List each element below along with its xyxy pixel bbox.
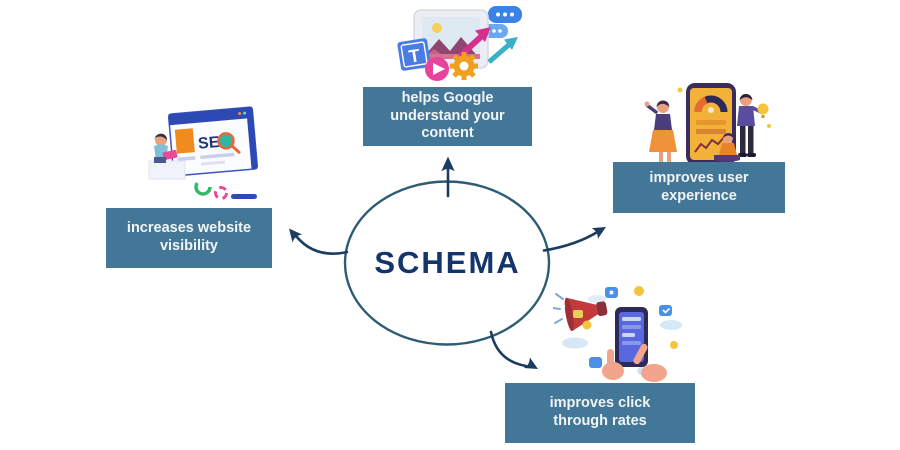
arrowhead-bottom <box>523 357 538 369</box>
social-icons <box>573 286 678 368</box>
sitting-person-icon <box>714 133 740 162</box>
arrowhead-top <box>441 156 455 172</box>
arrow-bottom <box>489 330 528 368</box>
content-media-illustration: T <box>392 2 528 86</box>
play-button-icon <box>425 57 449 81</box>
pedestal <box>148 160 186 180</box>
hands-icon <box>602 343 667 382</box>
photo-monitor-icon <box>413 9 489 69</box>
seo-text: SE <box>197 134 220 153</box>
arrowhead-left <box>289 228 303 243</box>
sparkle-icon <box>767 124 771 128</box>
node-increases-visibility: increases website visibility <box>106 208 272 268</box>
arrowhead-right <box>591 227 606 239</box>
arrow-left <box>294 234 349 255</box>
gear-icon <box>450 52 478 80</box>
person-laptop-icon <box>154 133 178 163</box>
phone-in-hands-icon <box>615 307 648 367</box>
burst-lines <box>553 293 564 324</box>
woman-waving-icon <box>644 100 677 167</box>
mini-charts-icon <box>194 178 257 200</box>
text-tile-icon: T <box>397 38 431 71</box>
node-label: helps Google understand your content <box>390 89 505 142</box>
magnifier-icon <box>217 132 241 154</box>
man-lightbulb-icon <box>737 93 769 157</box>
node-improves-ctr: improves click through rates <box>505 383 695 443</box>
tile-letter: T <box>407 45 421 66</box>
mobile-ux-illustration <box>642 80 774 172</box>
lightbulb-icon <box>757 103 769 115</box>
sparkle-icon <box>677 87 683 93</box>
mobile-promotion-illustration <box>553 283 691 383</box>
browser-window-icon: SE <box>167 106 259 177</box>
node-improves-ux: improves user experience <box>613 162 785 213</box>
arrow-right <box>542 229 601 252</box>
node-label: improves user experience <box>649 169 749 204</box>
seo-browser-illustration: SE <box>137 97 263 203</box>
node-helps-google: helps Google understand your content <box>363 87 532 146</box>
node-label: increases website visibility <box>126 220 252 254</box>
schema-title: SCHEMA <box>374 245 521 280</box>
node-label: improves click through rates <box>549 395 651 429</box>
